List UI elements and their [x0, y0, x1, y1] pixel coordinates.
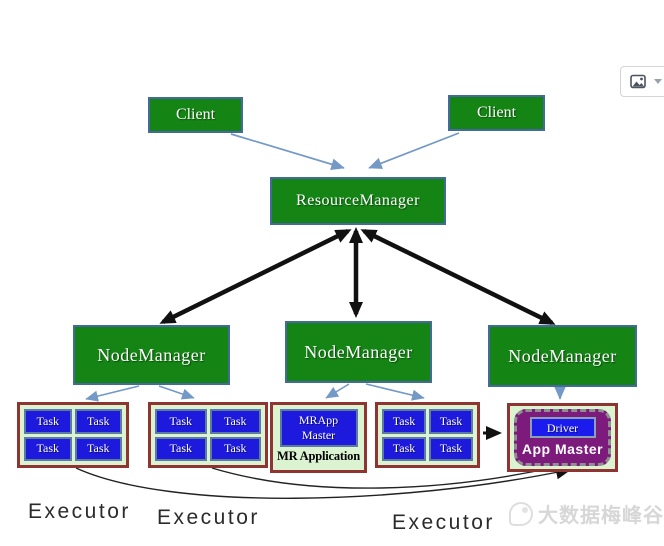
node-manager-label: NodeManager: [508, 345, 617, 366]
task-box: Task: [74, 436, 122, 461]
executor-label-3: Executor: [392, 511, 495, 534]
task-box: Task: [24, 409, 72, 434]
task-box: Task: [429, 436, 473, 461]
node-manager-box-3: NodeManager: [488, 325, 637, 387]
task-box: Task: [155, 409, 207, 434]
mr-application-container: MRApp Master MR Application: [270, 402, 367, 473]
app-master-container: Driver App Master: [507, 403, 618, 472]
task-box: Task: [429, 409, 473, 434]
arrow-rm-to-nm1: [159, 228, 352, 325]
task-box: Task: [209, 436, 261, 461]
executor-container-3: Task Task Task Task: [375, 402, 480, 468]
client-label: Client: [476, 104, 517, 121]
image-icon: [630, 74, 646, 89]
arrow-nm2-to-mrapp: [325, 383, 350, 399]
node-manager-label: NodeManager: [304, 341, 413, 362]
resource-manager-box: ResourceManager: [270, 177, 446, 225]
arrow-nm1-to-executor2: [158, 385, 195, 400]
task-box: Task: [382, 436, 426, 461]
task-box: Task: [382, 409, 426, 434]
task-box: Task: [209, 409, 261, 434]
bird-logo-icon: [509, 501, 533, 526]
arrow-client2-to-rm: [368, 132, 460, 169]
arrow-rm-to-nm3: [360, 228, 556, 326]
watermark-text: 大数据梅峰谷: [538, 505, 664, 527]
mrapp-master-box: MRApp Master: [279, 409, 358, 447]
executor-label-1: Executor: [28, 500, 131, 523]
image-tool-button[interactable]: [620, 66, 664, 97]
app-master-label: App Master: [521, 441, 604, 457]
caret-down-icon: [654, 79, 662, 84]
driver-label: Driver: [546, 421, 579, 435]
node-manager-box-2: NodeManager: [285, 321, 432, 383]
arrow-nm1-to-executor1: [85, 385, 140, 402]
client-label: Client: [175, 106, 216, 123]
node-manager-label: NodeManager: [97, 344, 206, 365]
executor-label-2: Executor: [157, 506, 260, 529]
watermark: 大数据梅峰谷: [509, 499, 664, 528]
client-box-1: Client: [148, 97, 243, 133]
mrapp-master-line1: MRApp: [298, 413, 339, 427]
resource-manager-label: ResourceManager: [296, 192, 420, 209]
arrow-nm2-to-executor3: [365, 383, 425, 401]
arrow-client1-to-rm: [230, 133, 345, 171]
driver-box: Driver: [529, 417, 596, 438]
task-box: Task: [24, 436, 72, 461]
mrapp-master-line2: Master: [301, 428, 336, 442]
app-master-box: Driver App Master: [514, 409, 611, 466]
task-box: Task: [155, 436, 207, 461]
mr-application-label: MR Application: [277, 449, 360, 463]
executor-container-1: Task Task Task Task: [17, 402, 129, 468]
task-box: Task: [74, 409, 122, 434]
executor-container-2: Task Task Task Task: [148, 402, 268, 468]
node-manager-box-1: NodeManager: [73, 325, 230, 385]
client-box-2: Client: [448, 95, 545, 131]
